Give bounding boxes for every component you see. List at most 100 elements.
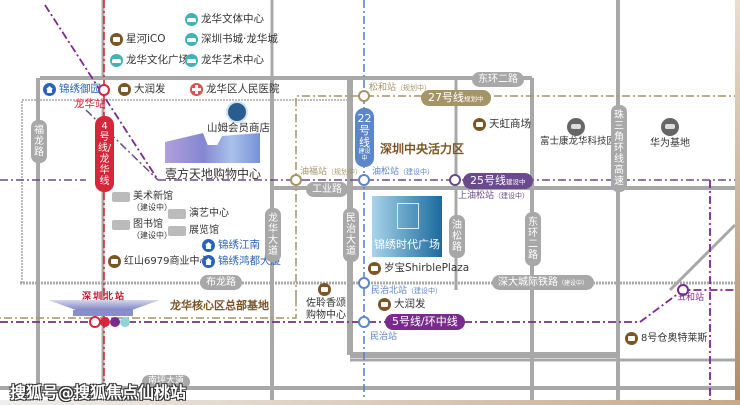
poi-art-center[interactable]: 龙华艺术中心 xyxy=(185,54,264,67)
poi-suibao-plaza[interactable]: 岁宝ShirblePlaza xyxy=(368,262,469,275)
poi-longhua-sports-center[interactable]: 龙华文体中心 xyxy=(185,13,264,26)
station-markers xyxy=(89,84,689,328)
home-icon xyxy=(202,239,215,252)
metro-tag-line25[interactable]: 25号线建设中 xyxy=(463,173,533,190)
poi-rt-mart-2[interactable]: 大润发 xyxy=(378,298,426,311)
road-diag-wuhe xyxy=(668,223,737,292)
shangyousong-status: （建设中） xyxy=(494,192,530,200)
poi-library[interactable]: 图书馆 xyxy=(112,220,163,230)
station-label-shenzhenbei: 深圳北站 xyxy=(82,292,127,302)
road-label-donghuan2-mid: 东环二路 xyxy=(525,212,541,266)
station-label-minzhi: 民治站 xyxy=(370,332,398,342)
zone-label-hq: 龙华核心区总部基地 xyxy=(170,299,269,312)
poi-foxconn[interactable]: 富士康龙华科技园 xyxy=(540,136,617,147)
station-label-wuhe: 五和站 xyxy=(677,293,705,303)
theater-building-icon xyxy=(168,209,186,219)
project-name: 锦绣时代广场 xyxy=(374,238,440,251)
culture-icon xyxy=(185,54,198,67)
minzhibei-status: （建设中） xyxy=(407,287,443,295)
poi-zuoling-1[interactable]: 佐聆香颂 xyxy=(306,298,346,309)
project-logo-icon xyxy=(397,203,419,229)
poi-art-museum-status: （建设中） xyxy=(132,203,172,212)
station-marker-yousong[interactable] xyxy=(358,174,370,186)
huawei-logo-icon xyxy=(661,118,679,136)
yousong-name: 油松站 xyxy=(372,167,400,177)
station-marker-minzhi[interactable] xyxy=(358,316,370,328)
poi-jinxiu-hongdu[interactable]: 锦绣鸿都大厦 xyxy=(202,255,281,268)
poi-sams-club[interactable]: 山姆会员商店 xyxy=(207,122,270,134)
youfu-name: 油福站 xyxy=(300,167,328,177)
culture-icon xyxy=(110,54,123,67)
zone-label-central: 深圳中央活力区 xyxy=(380,142,465,156)
road-label-donghuan2-top: 东环二路 xyxy=(472,72,524,87)
station-marker-shangyousong[interactable] xyxy=(449,174,461,186)
poi-jinxiu-yuyuan[interactable]: 锦绣御园 xyxy=(43,83,101,96)
poi-hospital[interactable]: 龙华区人民医院 xyxy=(190,83,280,96)
frame-right-edge xyxy=(735,0,740,405)
project-jinxiu-times-plaza[interactable]: 锦绣时代广场 xyxy=(372,196,442,257)
metro-tag-line5[interactable]: 5号线/环中线 xyxy=(385,314,465,331)
metro-line-27 xyxy=(0,95,735,319)
shopping-bag-icon xyxy=(110,33,123,46)
shopping-bag-icon xyxy=(318,283,331,296)
shopping-bag-icon xyxy=(368,262,381,275)
shenzhen-north-station-image: 深圳北站 xyxy=(48,292,160,318)
road-label-yousong: 油松路 xyxy=(449,215,465,258)
poi-exhibition-hall[interactable]: 展览馆 xyxy=(168,226,219,236)
station-marker-shenzhenbei-6[interactable] xyxy=(100,317,110,327)
line22-label: 22号线 xyxy=(357,112,372,150)
station-marker-longhua[interactable] xyxy=(98,84,110,96)
road-label-shenda-rail: 深大城际铁路（建设中） xyxy=(492,275,595,290)
road-label-bulong: 布龙路 xyxy=(200,275,242,290)
poi-performing-arts-center[interactable]: 演艺中心 xyxy=(168,209,229,219)
metro-tag-line4[interactable]: 4号线/龙华线 xyxy=(95,116,114,192)
minzhibei-name: 民治北站 xyxy=(371,286,408,296)
library-building-icon xyxy=(112,220,130,230)
poi-library-status: （建设中） xyxy=(132,231,172,240)
poi-shenzhen-bookcity[interactable]: 深圳书城·龙华城 xyxy=(185,33,278,46)
museum-building-icon xyxy=(112,192,130,202)
songhe-status: （规划中） xyxy=(396,84,432,92)
poi-yifang-mall[interactable]: 壹方天地购物中心 xyxy=(165,167,262,181)
shangyousong-name: 上油松站 xyxy=(458,191,495,201)
line27-status: 规划中 xyxy=(464,95,484,103)
station-marker-shenzhenbei-22[interactable] xyxy=(120,317,130,327)
poi-huawei[interactable]: 华为基地 xyxy=(650,138,690,149)
station-marker-songhe[interactable] xyxy=(358,90,370,102)
poi-tianhong[interactable]: 天虹商场 xyxy=(473,118,531,131)
shopping-bag-icon xyxy=(378,298,391,311)
rail-status: （建设中） xyxy=(558,280,589,287)
road-label-longhua-ave: 龙华大道 xyxy=(265,208,281,262)
station-marker-wuhe[interactable] xyxy=(677,284,689,296)
foxconn-logo-icon xyxy=(567,118,585,136)
poi-hongshan-6979[interactable]: 红山6979商业中心 xyxy=(108,255,209,268)
metro-tag-line22[interactable]: 22号线建设中 xyxy=(355,108,374,168)
culture-icon xyxy=(185,13,198,26)
station-label-youfu: 油福站（规划中） xyxy=(300,168,362,177)
road-label-nanping: 南坪大道 xyxy=(142,375,191,389)
station-marker-youfu[interactable] xyxy=(290,174,302,186)
poi-culture-square[interactable]: 龙华文化广场 xyxy=(110,54,189,67)
exhibition-building-icon xyxy=(168,226,186,236)
station-label-songhe: 松和站（规划中） xyxy=(369,84,431,93)
shopping-bag-icon xyxy=(473,118,486,131)
line27-label: 27号线 xyxy=(428,91,464,104)
station-marker-minzhibei[interactable] xyxy=(358,277,370,289)
line25-status: 建设中 xyxy=(506,178,526,186)
frame-bottom-edge xyxy=(0,400,740,405)
poi-xinghe-ico[interactable]: 星河iCO xyxy=(110,33,166,46)
poi-rt-mart-1[interactable]: 大润发 xyxy=(118,83,166,96)
songhe-name: 松和站 xyxy=(369,83,397,93)
station-marker-shenzhenbei-4[interactable] xyxy=(89,316,101,328)
poi-jinxiu-jiangnan[interactable]: 锦绣江南 xyxy=(202,239,260,252)
metro-tag-line27[interactable]: 27号线规划中 xyxy=(421,90,491,107)
sams-club-logo-icon xyxy=(226,101,248,123)
poi-zuoling-2[interactable]: 购物中心 xyxy=(306,310,346,321)
poi-outlets-8[interactable]: 8号仓奥特莱斯 xyxy=(625,332,707,345)
home-icon xyxy=(43,83,56,96)
road-label-zhusanjiao: 珠三角环线高速 xyxy=(611,105,627,192)
poi-art-museum-new[interactable]: 美术新馆 xyxy=(112,192,173,202)
station-marker-shenzhenbei-5[interactable] xyxy=(110,317,120,327)
shopping-bag-icon xyxy=(118,83,131,96)
